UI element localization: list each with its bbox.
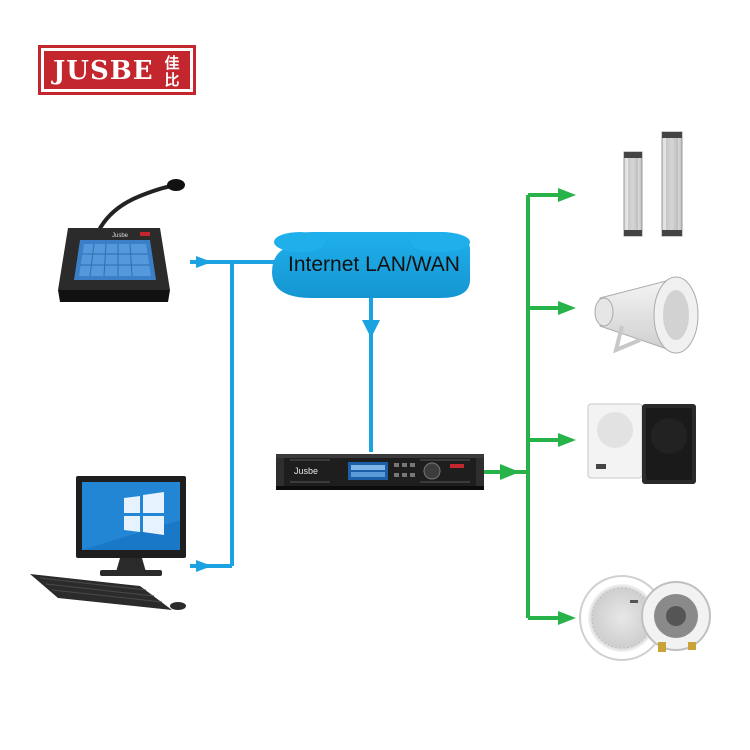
brand-logo-text: JUSBE [53, 56, 154, 86]
cloud-down-arrow-icon [362, 320, 380, 338]
wall-speaker-icon [587, 403, 696, 484]
amplifier-brand-label: Jusbe [294, 466, 318, 476]
brand-logo: JUSBE 佳比 [38, 45, 196, 95]
paging-microphone-console-icon: Jusbe [58, 179, 185, 302]
column-speaker-icon [623, 131, 683, 237]
ceiling-speaker-arrow-icon [558, 611, 576, 625]
brand-logo-chinese: 佳比 [164, 54, 180, 89]
network-links [190, 260, 373, 568]
console-arrow-icon [196, 256, 212, 268]
horn-speaker-icon [594, 276, 699, 354]
wall-speaker-arrow-icon [558, 433, 576, 447]
speaker-links [484, 193, 562, 620]
column-speaker-arrow-icon [558, 188, 576, 202]
brand-logo-plate: JUSBE 佳比 [44, 51, 190, 89]
ceiling-speaker-icon [579, 575, 711, 661]
internet-lan-wan-label: Internet LAN/WAN [288, 253, 460, 276]
network-amplifier-icon: Jusbe [276, 454, 484, 490]
amplifier-out-arrow-icon [500, 464, 520, 480]
horn-speaker-arrow-icon [558, 301, 576, 315]
console-brand-label: Jusbe [112, 233, 129, 239]
computer-arrow-icon [196, 560, 212, 572]
internet-cloud [272, 232, 470, 298]
desktop-computer-icon [30, 476, 186, 610]
